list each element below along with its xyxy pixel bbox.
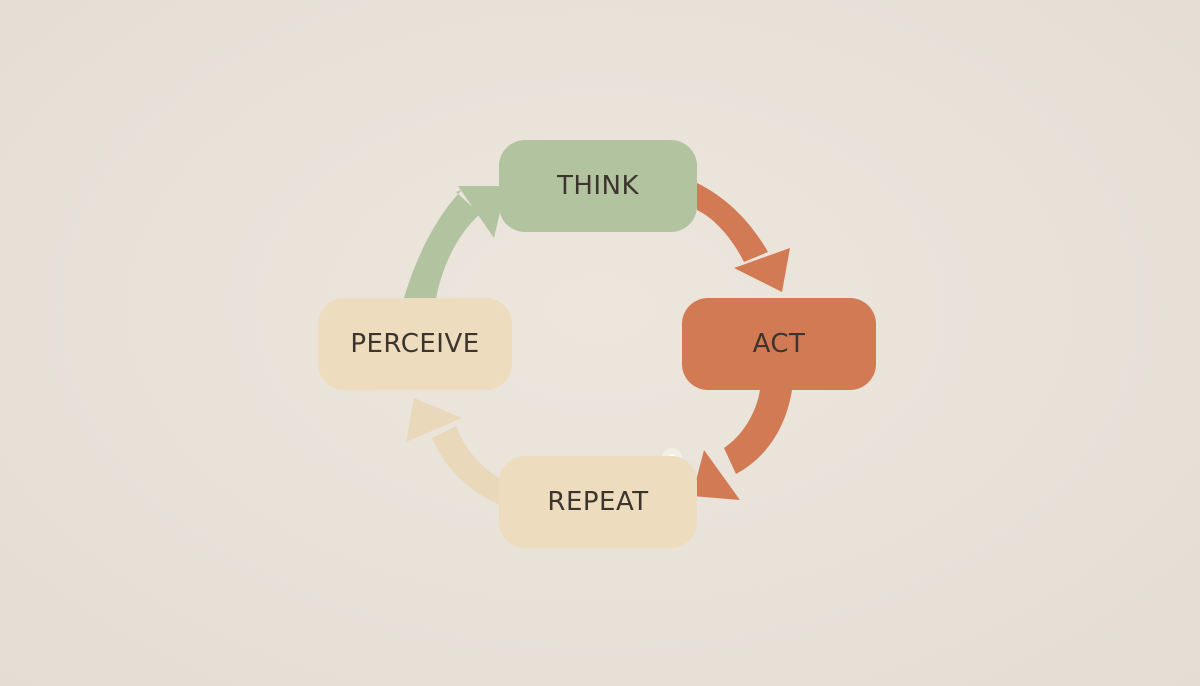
arrow-act-to-repeat [692,390,792,500]
node-repeat-label: REPEAT [547,487,649,517]
node-act-label: ACT [752,329,806,359]
node-think-label: THINK [556,171,640,201]
arrow-think-to-act-head [734,248,790,292]
node-repeat: REPEAT [499,456,697,548]
arrow-perceive-to-think [404,186,506,298]
arrow-think-to-act-shaft [697,183,768,262]
arrow-repeat-to-perceive-head [406,398,462,442]
arrow-act-to-repeat-shaft [724,390,792,474]
arrow-perceive-to-think-shaft [404,190,480,298]
arrow-repeat-to-perceive [406,398,500,505]
arrow-repeat-to-perceive-shaft [432,426,500,505]
node-think: THINK [499,140,697,232]
node-act: ACT [682,298,876,390]
arrow-perceive-to-think-head [458,186,506,238]
arrow-act-to-repeat-head [692,450,740,500]
arrow-think-to-act [697,183,790,292]
node-perceive-label: PERCEIVE [350,329,480,359]
node-perceive: PERCEIVE [318,298,512,390]
